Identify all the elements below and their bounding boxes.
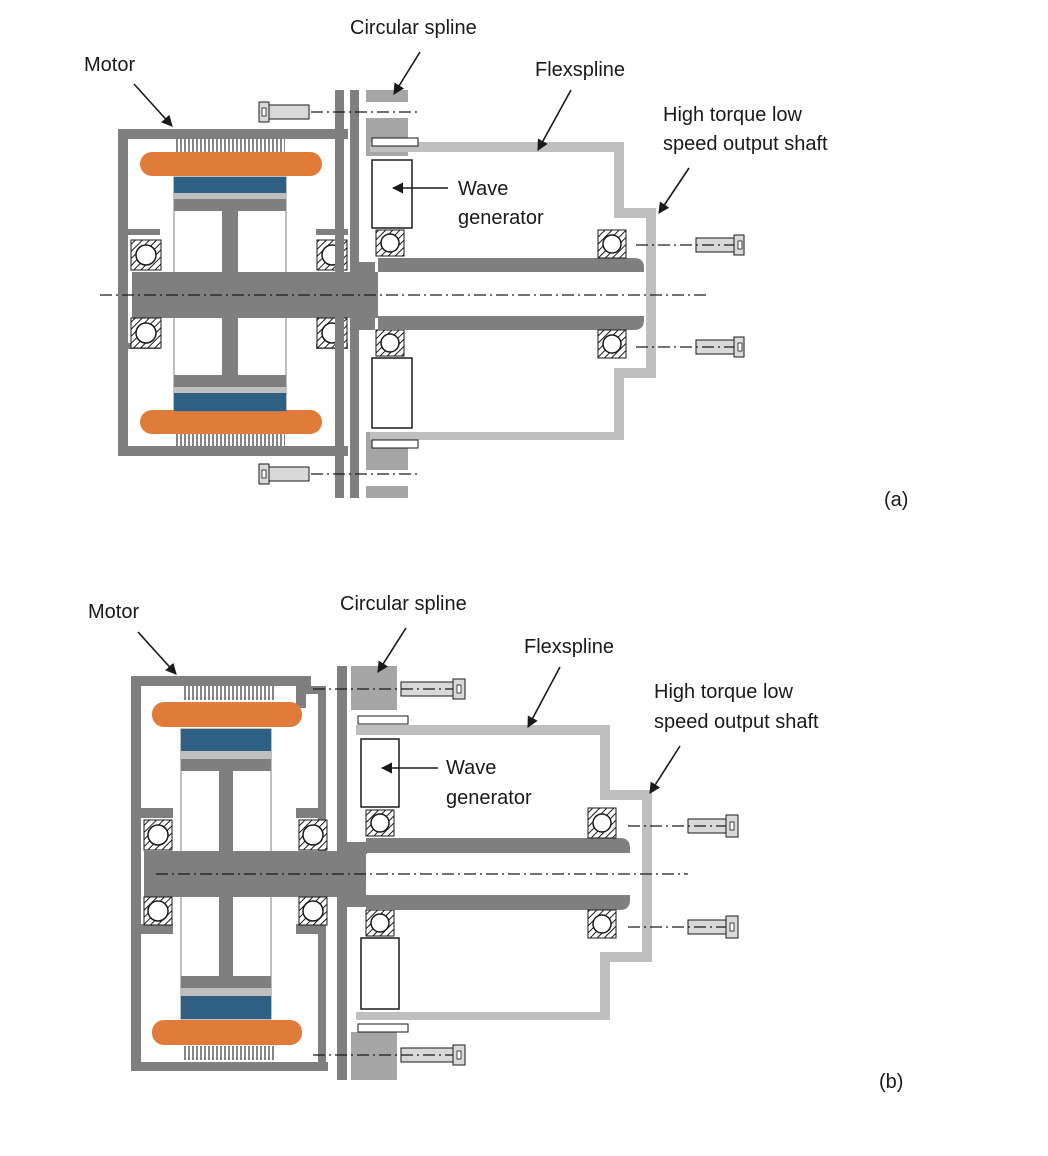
wave-generator-block [360, 738, 400, 808]
bearing-icon [130, 317, 162, 349]
bearing-icon [298, 819, 328, 851]
bolt-icon [628, 814, 739, 838]
circular-spline-label: Circular spline [350, 17, 477, 39]
panel-label-b: (b) [879, 1071, 903, 1093]
wave-generator-block [371, 357, 413, 429]
flexspline-label: Flexspline [524, 636, 614, 658]
bearing-icon [130, 239, 162, 271]
motor-winding-icon [140, 152, 322, 176]
bearing-icon [143, 896, 173, 926]
bearing-icon [587, 909, 617, 939]
flexspline [370, 137, 656, 449]
rotor-magnet-icon [174, 177, 286, 193]
stator-coil-bottom [175, 432, 285, 446]
stator-coil-bottom [182, 1046, 274, 1060]
wave-generator-block [371, 159, 413, 229]
flexspline [356, 715, 652, 1033]
output-shaft [366, 838, 630, 910]
rotor-magnet-icon [181, 996, 271, 1019]
rotor-magnet-icon [181, 729, 271, 751]
rotor-magnet-icon [174, 393, 286, 411]
bearing-icon [375, 229, 405, 257]
output-shaft-label: High torque low speed output shaft [663, 104, 828, 155]
bearing-icon [143, 819, 173, 851]
motor-label: Motor [84, 54, 135, 76]
wave-generator-label: Wave generator [458, 178, 544, 229]
stator-coil-top [175, 139, 285, 153]
bearing-icon [365, 909, 395, 937]
panel-label-a: (a) [884, 489, 908, 511]
bearing-icon [587, 807, 617, 839]
end-plate [335, 90, 344, 498]
motor-winding-icon [152, 702, 302, 727]
bolt-icon [636, 336, 745, 358]
flexspline-label: Flexspline [535, 59, 625, 81]
bolt-icon [636, 234, 745, 256]
panel-a: Motor Circular spline Flexspline Wave ge… [84, 17, 908, 511]
end-plate [337, 666, 347, 1080]
motor-winding-icon [140, 410, 322, 434]
bolt-icon [313, 1044, 466, 1066]
bolt-icon [628, 915, 739, 939]
bearing-icon [597, 229, 627, 259]
motor-label: Motor [88, 601, 139, 623]
bolt-icon [258, 101, 420, 123]
output-shaft [378, 258, 644, 330]
bolt-icon [313, 678, 466, 700]
wave-generator-label: Wave generator [446, 757, 532, 809]
circular-spline-label: Circular spline [340, 593, 467, 615]
output-shaft-label: High torque low speed output shaft [654, 681, 819, 733]
motor-winding-icon [152, 1020, 302, 1045]
stator-coil-top [182, 686, 274, 700]
panel-b: Motor Circular spline Flexspline Wave ge… [88, 593, 903, 1093]
bearing-icon [597, 329, 627, 359]
bearing-icon [365, 809, 395, 837]
bearing-icon [375, 329, 405, 357]
bearing-icon [298, 896, 328, 926]
circular-spline [351, 666, 397, 1080]
bolt-icon [258, 463, 420, 485]
wave-generator-block [360, 937, 400, 1010]
